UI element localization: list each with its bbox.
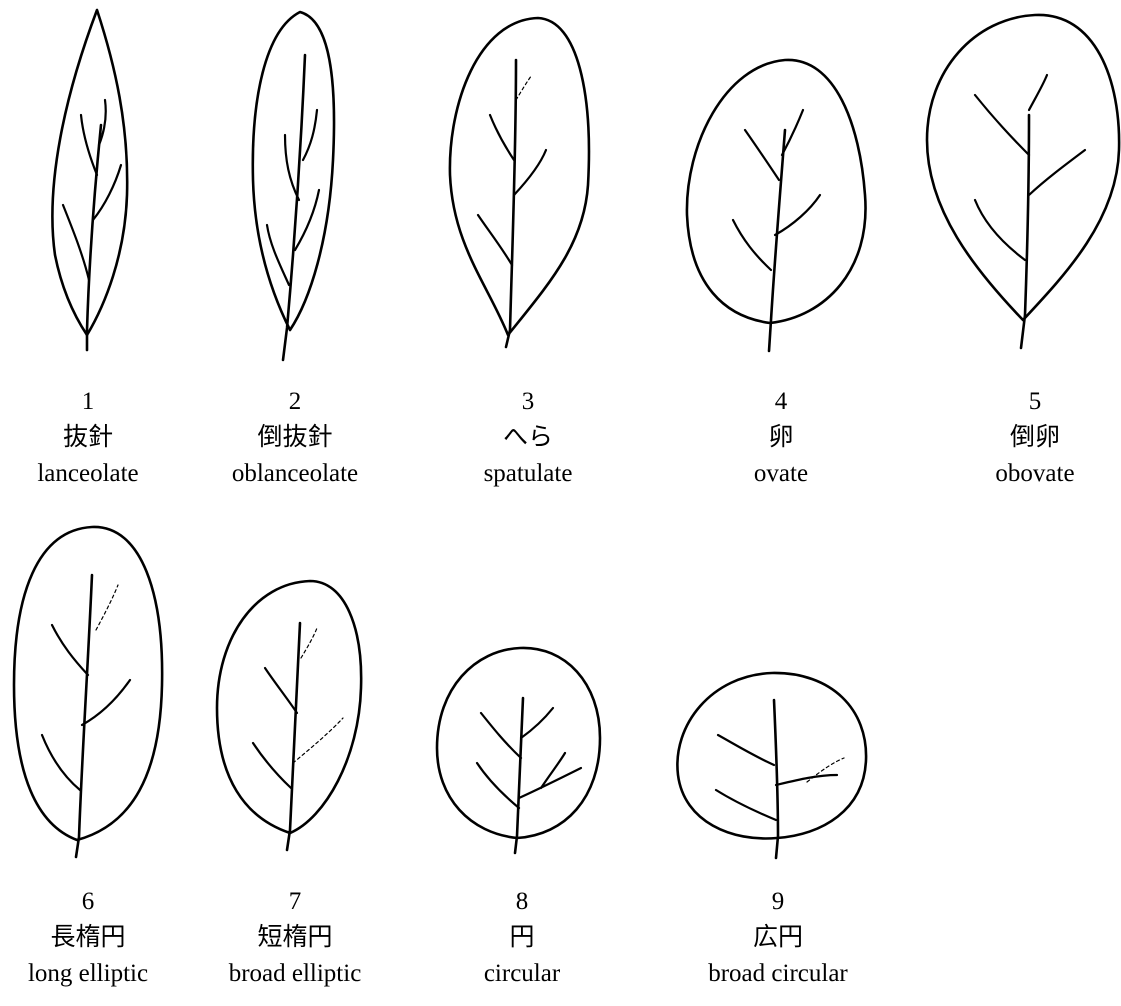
leaf-number: 6 xyxy=(0,884,188,920)
leaf-label-6: 6 長楕円 long elliptic xyxy=(0,884,188,992)
spatulate-leaf-icon xyxy=(448,15,598,350)
leaf-japanese-name: 円 xyxy=(422,920,622,956)
leaf-english-name: broad elliptic xyxy=(195,956,395,992)
leaf-number: 2 xyxy=(195,384,395,420)
obovate-leaf-icon xyxy=(925,10,1121,350)
leaf-english-name: ovate xyxy=(681,456,881,492)
leaf-number: 7 xyxy=(195,884,395,920)
leaf-english-name: circular xyxy=(422,956,622,992)
leaf-english-name: obovate xyxy=(935,456,1121,492)
circular-leaf-icon xyxy=(435,638,605,856)
leaf-number: 5 xyxy=(935,384,1121,420)
leaf-label-3: 3 へら spatulate xyxy=(428,384,628,492)
leaf-japanese-name: 抜針 xyxy=(0,420,188,456)
leaf-english-name: lanceolate xyxy=(0,456,188,492)
leaf-japanese-name: 短楕円 xyxy=(195,920,395,956)
leaf-label-9: 9 広円 broad circular xyxy=(678,884,878,992)
leaf-number: 3 xyxy=(428,384,628,420)
ovate-leaf-icon xyxy=(685,55,875,355)
leaf-japanese-name: 広円 xyxy=(678,920,878,956)
leaf-japanese-name: 卵 xyxy=(681,420,881,456)
leaf-label-2: 2 倒抜針 oblanceolate xyxy=(195,384,395,492)
leaf-english-name: long elliptic xyxy=(0,956,188,992)
leaf-number: 1 xyxy=(0,384,188,420)
broad-circular-leaf-icon xyxy=(672,670,872,860)
broad-elliptic-leaf-icon xyxy=(215,578,365,853)
leaf-number: 9 xyxy=(678,884,878,920)
leaf-japanese-name: へら xyxy=(428,420,628,456)
leaf-japanese-name: 倒抜針 xyxy=(195,420,395,456)
leaf-number: 8 xyxy=(422,884,622,920)
leaf-label-7: 7 短楕円 broad elliptic xyxy=(195,884,395,992)
leaf-japanese-name: 倒卵 xyxy=(935,420,1121,456)
lanceolate-leaf-icon xyxy=(45,5,135,355)
leaf-label-4: 4 卵 ovate xyxy=(681,384,881,492)
long-elliptic-leaf-icon xyxy=(12,525,167,860)
leaf-number: 4 xyxy=(681,384,881,420)
leaf-label-8: 8 円 circular xyxy=(422,884,622,992)
leaf-english-name: spatulate xyxy=(428,456,628,492)
leaf-english-name: oblanceolate xyxy=(195,456,395,492)
leaf-japanese-name: 長楕円 xyxy=(0,920,188,956)
oblanceolate-leaf-icon xyxy=(245,10,345,365)
leaf-english-name: broad circular xyxy=(678,956,878,992)
leaf-label-1: 1 抜針 lanceolate xyxy=(0,384,188,492)
leaf-label-5: 5 倒卵 obovate xyxy=(935,384,1121,492)
